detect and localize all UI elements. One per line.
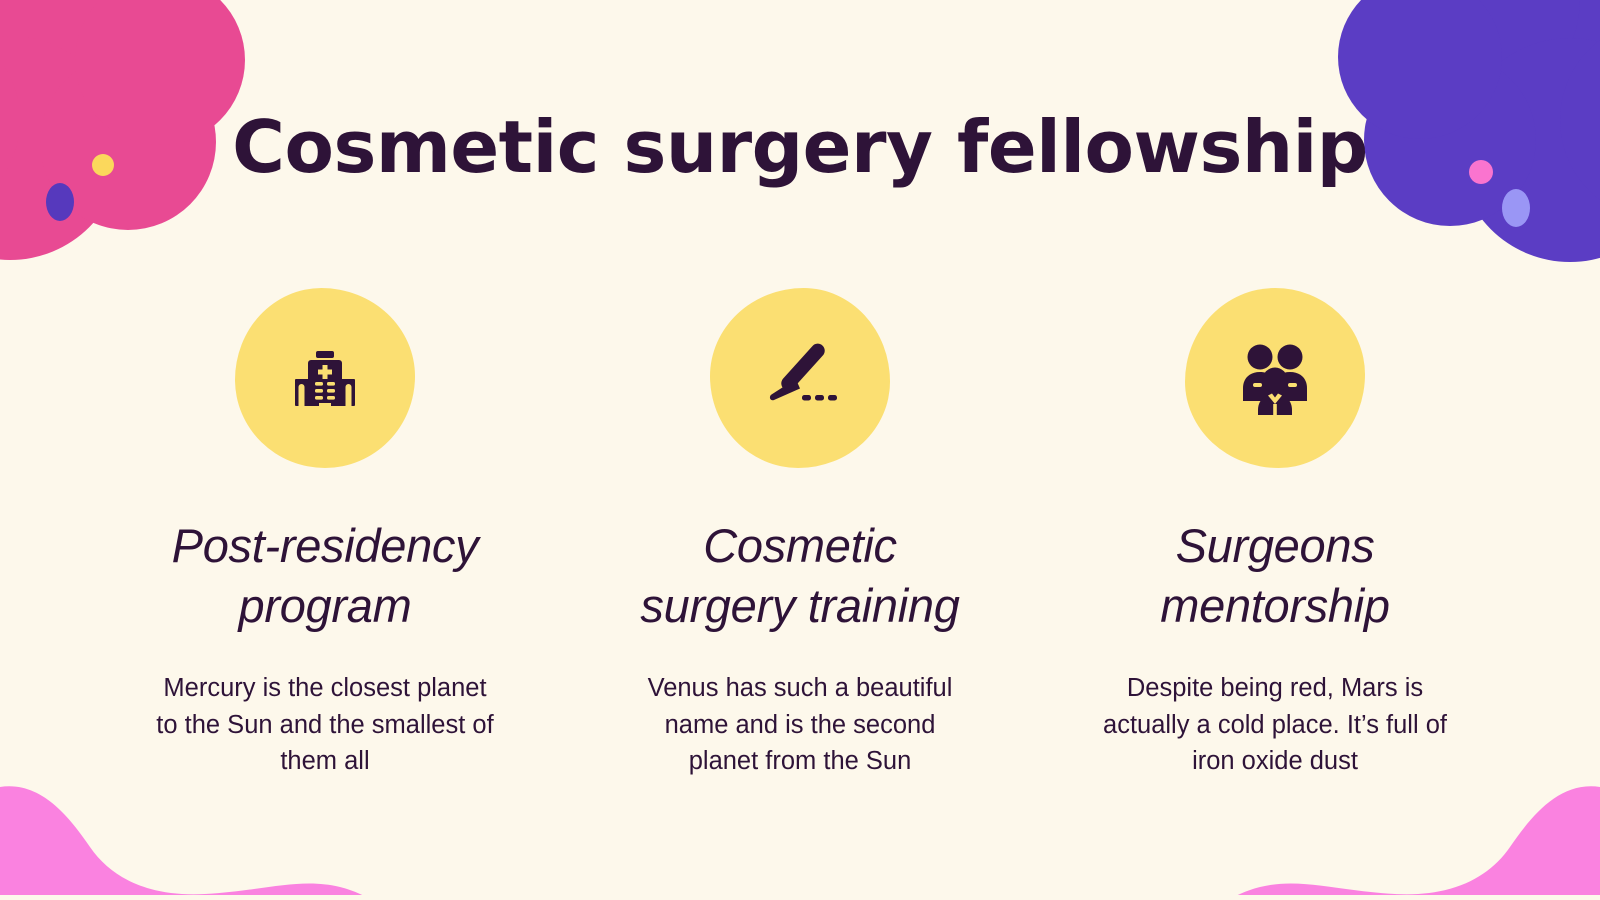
feature-column-surgery-training: Cosmetic surgery training Venus has such… bbox=[605, 288, 995, 779]
yellow-dot-decoration bbox=[92, 154, 114, 176]
feature-column-post-residency: Post-residency program Mercury is the cl… bbox=[130, 288, 520, 779]
feature-body-text: Despite being red, Mars is actually a co… bbox=[1103, 674, 1447, 775]
people-group-icon bbox=[1236, 341, 1314, 415]
icon-badge-surgeons-mentorship bbox=[1185, 288, 1365, 468]
hospital-building-icon bbox=[288, 341, 362, 415]
purple-dot-decoration bbox=[46, 183, 74, 221]
icon-badge-surgery-training bbox=[710, 288, 890, 468]
violet-dot-decoration bbox=[1502, 189, 1530, 227]
feature-heading: Post-residency program bbox=[171, 519, 479, 633]
feature-heading: Cosmetic surgery training bbox=[640, 519, 960, 633]
pink-dot-decoration bbox=[1469, 160, 1493, 184]
page-title: Cosmetic surgery fellowship bbox=[232, 105, 1368, 189]
feature-body-text: Mercury is the closest planet to the Sun… bbox=[156, 674, 494, 775]
feature-column-surgeons-mentorship: Surgeons mentorship Despite being red, M… bbox=[1080, 288, 1470, 779]
icon-badge-post-residency bbox=[235, 288, 415, 468]
feature-body-text: Venus has such a beautiful name and is t… bbox=[647, 674, 953, 775]
feature-heading: Surgeons mentorship bbox=[1160, 519, 1390, 633]
feature-columns: Post-residency program Mercury is the cl… bbox=[130, 288, 1470, 779]
scalpel-icon bbox=[760, 340, 840, 416]
